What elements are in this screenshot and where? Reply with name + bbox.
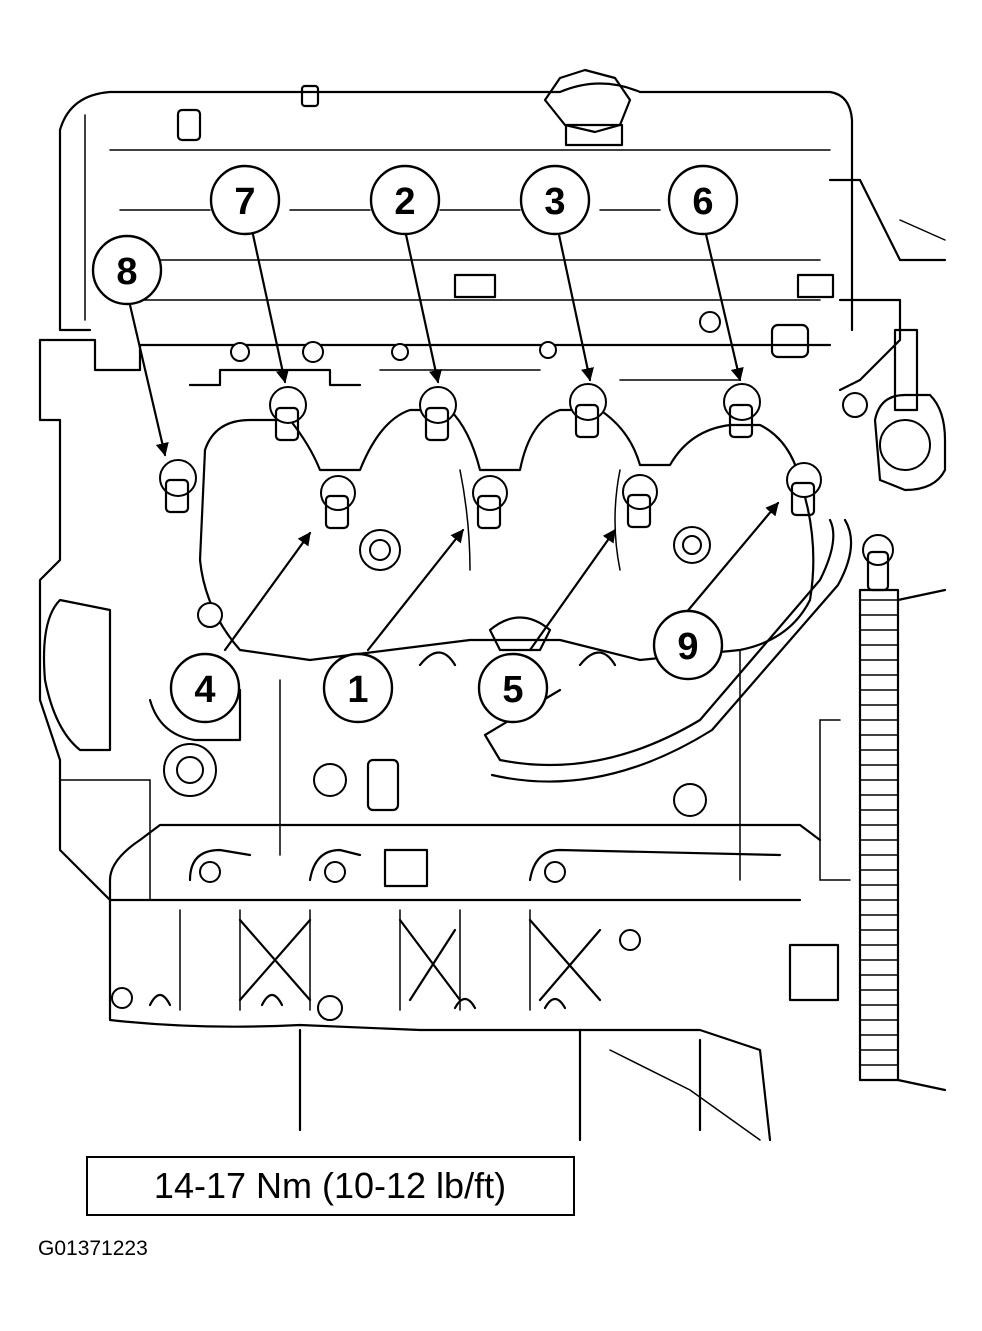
callout-2: 2	[369, 164, 441, 236]
callout-label: 3	[544, 181, 565, 223]
callout-9: 9	[652, 609, 724, 681]
callout-label: 6	[692, 181, 713, 223]
leader-4	[223, 531, 312, 652]
callout-leaders	[128, 228, 780, 652]
leader-7	[250, 228, 289, 384]
leader-3	[556, 228, 594, 382]
callout-7: 7	[209, 164, 281, 236]
leader-8	[128, 303, 169, 457]
leader-9	[678, 501, 780, 622]
leader-1	[366, 528, 465, 652]
stud-9	[786, 462, 822, 517]
callout-label: 7	[234, 181, 255, 223]
manifold-studs	[159, 383, 894, 592]
torque-spec-text: 14-17 Nm (10-12 lb/ft)	[154, 1165, 506, 1206]
leader-2	[403, 228, 442, 384]
callouts: 7 2 3 6 8 4 1 5	[91, 164, 739, 724]
callout-label: 8	[116, 251, 137, 293]
stud-3	[569, 383, 607, 439]
callout-8: 8	[91, 234, 163, 306]
stud-6	[723, 383, 761, 439]
stud-1	[472, 475, 508, 530]
callout-6: 6	[667, 164, 739, 236]
callout-3: 3	[519, 164, 591, 236]
leader-6	[703, 228, 744, 382]
stud-5	[622, 474, 658, 529]
engine-block-drawing	[38, 68, 947, 1142]
figure-id: G01371223	[38, 1237, 148, 1260]
callout-label: 4	[194, 669, 215, 711]
stud-2	[419, 386, 457, 442]
callout-label: 9	[677, 626, 698, 668]
callout-label: 2	[394, 181, 415, 223]
callout-label: 1	[347, 669, 368, 711]
torque-spec-box: 14-17 Nm (10-12 lb/ft)	[86, 1156, 575, 1216]
callout-label: 5	[502, 669, 523, 711]
starter-stud	[862, 534, 894, 592]
callout-5: 5	[477, 652, 549, 724]
leader-5	[528, 528, 617, 652]
stud-8	[159, 459, 197, 514]
callout-4: 4	[169, 652, 241, 724]
stud-4	[320, 475, 356, 530]
callout-1: 1	[322, 652, 394, 724]
stud-7	[269, 386, 307, 442]
